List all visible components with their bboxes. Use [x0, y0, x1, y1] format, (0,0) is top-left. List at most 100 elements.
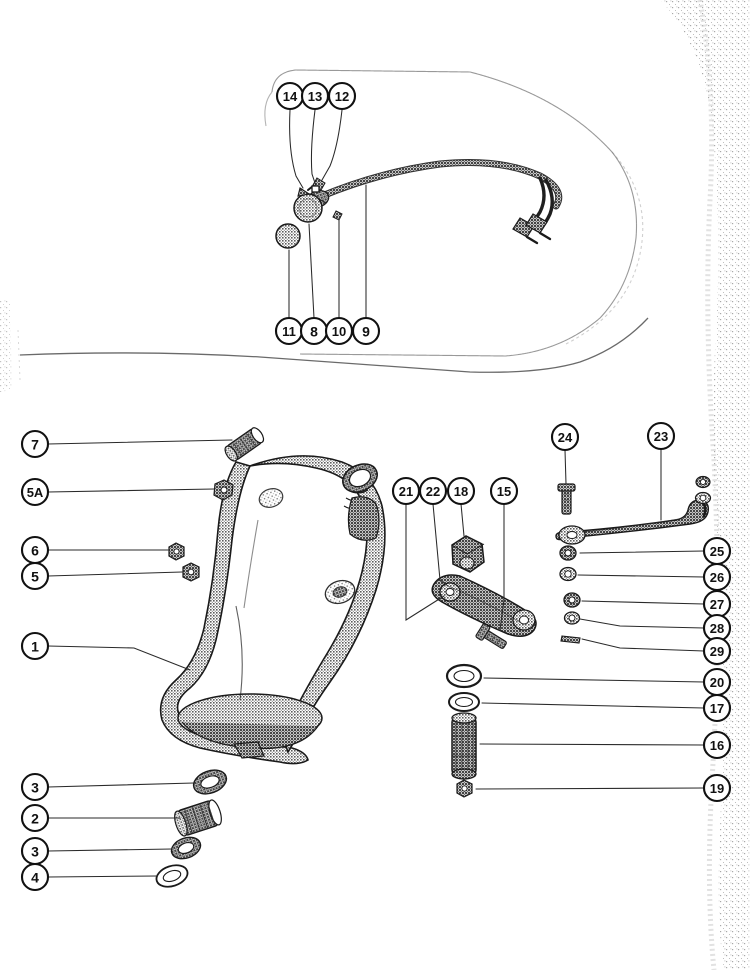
part-lock-nut-5a [213, 479, 234, 501]
callout-6[interactable]: 6 [20, 535, 50, 565]
inset-leaders-top [289, 109, 343, 189]
callout-circle [300, 81, 330, 111]
bracket-boss-upper [258, 488, 284, 508]
bracket-upper-boss [342, 463, 378, 510]
callout-10[interactable]: 10 [324, 316, 354, 346]
harness-clip [311, 185, 320, 193]
callout-circle [418, 476, 448, 506]
callout-circle [20, 535, 50, 565]
callout-26[interactable]: 26 [702, 562, 732, 592]
bracket-base-pad [177, 693, 323, 759]
part-oring-17 [448, 692, 480, 712]
callout-circle [299, 316, 329, 346]
callout-3[interactable]: 3 [20, 772, 50, 802]
callout-2[interactable]: 2 [20, 803, 50, 833]
main-leaders-left [47, 439, 233, 671]
callout-21[interactable]: 21 [391, 476, 421, 506]
callout-9[interactable]: 9 [351, 316, 381, 346]
callout-13[interactable]: 13 [300, 81, 330, 111]
part-oring-20 [445, 663, 483, 689]
callout-circle [275, 81, 305, 111]
callout-8[interactable]: 8 [299, 316, 329, 346]
clamp-bracket-casting [159, 455, 386, 765]
part-swivel-shaft-16 [451, 712, 477, 780]
callout-circle [446, 476, 476, 506]
main-leaders-lower-right [475, 677, 705, 790]
callout-19[interactable]: 19 [702, 773, 732, 803]
callout-25[interactable]: 25 [702, 536, 732, 566]
callout-12[interactable]: 12 [327, 81, 357, 111]
callout-22[interactable]: 22 [418, 476, 448, 506]
main-leaders-upper-right [564, 448, 662, 521]
inset-leaders-bottom [288, 184, 367, 319]
callout-circle [391, 476, 421, 506]
grommet-small [275, 223, 301, 249]
callout-circle [702, 536, 732, 566]
scan-edge-noise-left [0, 300, 21, 392]
part-bushing-spacer [224, 427, 265, 462]
main-leaders-right [577, 550, 705, 652]
upper-tie-rod [555, 498, 710, 545]
callout-29[interactable]: 29 [702, 636, 732, 666]
callout-circle [702, 730, 732, 760]
callout-23[interactable]: 23 [646, 421, 676, 451]
callout-15[interactable]: 15 [489, 476, 519, 506]
harness-fastener [332, 210, 343, 221]
callout-1[interactable]: 1 [20, 631, 50, 661]
callout-circle [702, 693, 732, 723]
callout-circle [702, 636, 732, 666]
callout-circle [702, 562, 732, 592]
main-leaders-bottom-left [47, 782, 195, 878]
part-washer-4 [155, 864, 189, 888]
callout-circle [20, 836, 50, 866]
part-bolt-lower-link [475, 623, 507, 649]
part-bolt-24 [557, 483, 576, 515]
part-nut-6 [168, 542, 185, 561]
part-washer-28 [563, 611, 581, 625]
part-nut-5 [182, 562, 200, 582]
part-pin-29 [560, 635, 581, 644]
callout-4[interactable]: 4 [20, 862, 50, 892]
callout-5[interactable]: 5 [20, 561, 50, 591]
part-nut-27 [563, 592, 581, 608]
section-divider [19, 317, 649, 373]
bracket-clamp-face [347, 496, 380, 541]
callout-11[interactable]: 11 [274, 316, 304, 346]
callout-circle [20, 772, 50, 802]
callout-circle [550, 422, 580, 452]
callout-circle [20, 429, 50, 459]
callout-17[interactable]: 17 [702, 693, 732, 723]
callout-20[interactable]: 20 [702, 667, 732, 697]
wire-harness-assembly [275, 159, 563, 249]
callout-5a[interactable]: 5A [20, 477, 50, 507]
callout-circle [324, 316, 354, 346]
callout-circle [20, 477, 50, 507]
callout-circle [20, 803, 50, 833]
cable-terminal-b [525, 213, 552, 241]
callout-7[interactable]: 7 [20, 429, 50, 459]
callout-16[interactable]: 16 [702, 730, 732, 760]
part-washer-top-right-a [695, 475, 711, 489]
callout-24[interactable]: 24 [550, 422, 580, 452]
part-nut-25 [559, 545, 577, 561]
part-washer-3b [170, 836, 202, 860]
callout-circle [327, 81, 357, 111]
main-leaders-center [405, 503, 505, 631]
callout-circle [702, 589, 732, 619]
callout-circle [489, 476, 519, 506]
part-nut-19 [456, 779, 473, 798]
callout-3[interactable]: 3 [20, 836, 50, 866]
callout-circle [274, 316, 304, 346]
part-washer-26 [559, 566, 577, 582]
callout-14[interactable]: 14 [275, 81, 305, 111]
part-hex-nut-18 [451, 535, 485, 573]
callout-circle [702, 773, 732, 803]
grommet-large [293, 193, 323, 223]
callout-27[interactable]: 27 [702, 589, 732, 619]
callout-circle [351, 316, 381, 346]
callout-circle [20, 862, 50, 892]
scan-edge-noise [660, 0, 750, 970]
callout-18[interactable]: 18 [446, 476, 476, 506]
harness-wedge [297, 187, 311, 197]
